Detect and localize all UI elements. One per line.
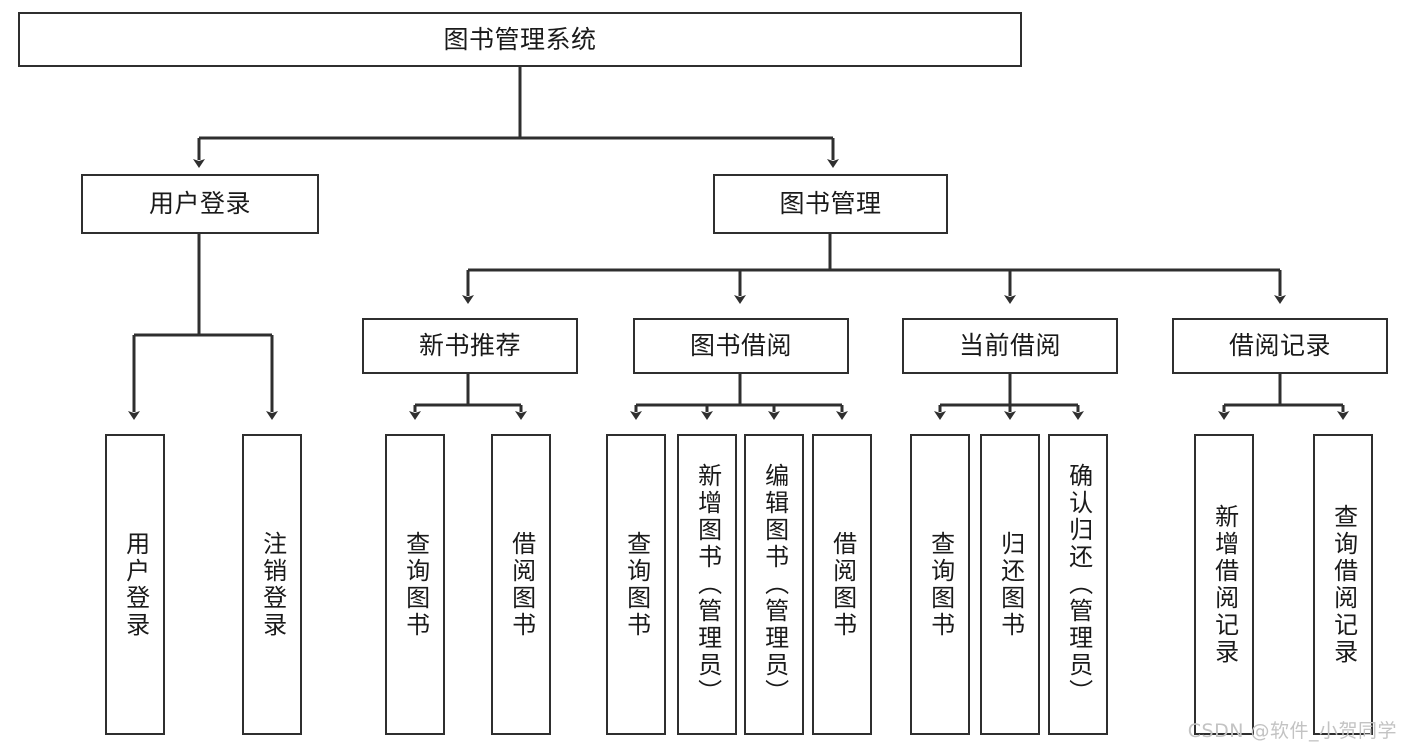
node-book-manage[interactable]: 图书管理 [713, 174, 948, 234]
node-leaf-record-add-label: 新增借阅记录 [1210, 503, 1239, 666]
node-leaf-borrow-edit-book-label: 编辑图书（管理员） [760, 463, 789, 706]
node-book-borrow[interactable]: 图书借阅 [633, 318, 849, 374]
node-leaf-record-query[interactable]: 查询借阅记录 [1313, 434, 1373, 735]
node-user-login[interactable]: 用户登录 [81, 174, 319, 234]
node-root-label: 图书管理系统 [443, 24, 597, 54]
node-root[interactable]: 图书管理系统 [18, 12, 1022, 67]
node-leaf-borrow-query-book-label: 查询图书 [622, 530, 651, 639]
node-leaf-current-return-book-label: 归还图书 [996, 530, 1025, 639]
node-user-login-label: 用户登录 [148, 189, 251, 219]
node-leaf-current-return-book[interactable]: 归还图书 [980, 434, 1040, 735]
node-leaf-user-logout[interactable]: 注销登录 [242, 434, 302, 735]
node-leaf-recommend-borrow-book[interactable]: 借阅图书 [491, 434, 551, 735]
node-current-borrow-label: 当前借阅 [958, 331, 1061, 361]
node-leaf-borrow-borrow-book[interactable]: 借阅图书 [812, 434, 872, 735]
node-leaf-current-query-book-label: 查询图书 [926, 530, 955, 639]
node-book-borrow-label: 图书借阅 [689, 331, 792, 361]
node-leaf-user-login[interactable]: 用户登录 [105, 434, 165, 735]
node-leaf-borrow-add-book[interactable]: 新增图书（管理员） [677, 434, 737, 735]
node-leaf-borrow-edit-book[interactable]: 编辑图书（管理员） [744, 434, 804, 735]
node-leaf-record-add[interactable]: 新增借阅记录 [1194, 434, 1254, 735]
node-new-book-recommend-label: 新书推荐 [418, 331, 521, 361]
node-borrow-record-label: 借阅记录 [1228, 331, 1331, 361]
node-leaf-user-login-label: 用户登录 [121, 530, 150, 639]
node-leaf-user-logout-label: 注销登录 [258, 530, 287, 639]
node-leaf-current-confirm-return[interactable]: 确认归还（管理员） [1048, 434, 1108, 735]
watermark: CSDN @软件_小贺同学 [1187, 720, 1397, 742]
node-leaf-borrow-query-book[interactable]: 查询图书 [606, 434, 666, 735]
node-leaf-current-query-book[interactable]: 查询图书 [910, 434, 970, 735]
node-leaf-borrow-add-book-label: 新增图书（管理员） [693, 463, 722, 706]
node-leaf-record-query-label: 查询借阅记录 [1329, 503, 1358, 666]
node-current-borrow[interactable]: 当前借阅 [902, 318, 1118, 374]
node-borrow-record[interactable]: 借阅记录 [1172, 318, 1388, 374]
node-leaf-current-confirm-return-label: 确认归还（管理员） [1064, 463, 1093, 706]
node-book-manage-label: 图书管理 [779, 189, 882, 219]
node-leaf-recommend-query-book-label: 查询图书 [401, 530, 430, 639]
node-leaf-recommend-borrow-book-label: 借阅图书 [507, 530, 536, 639]
node-leaf-borrow-borrow-book-label: 借阅图书 [828, 530, 857, 639]
node-leaf-recommend-query-book[interactable]: 查询图书 [385, 434, 445, 735]
node-new-book-recommend[interactable]: 新书推荐 [362, 318, 578, 374]
